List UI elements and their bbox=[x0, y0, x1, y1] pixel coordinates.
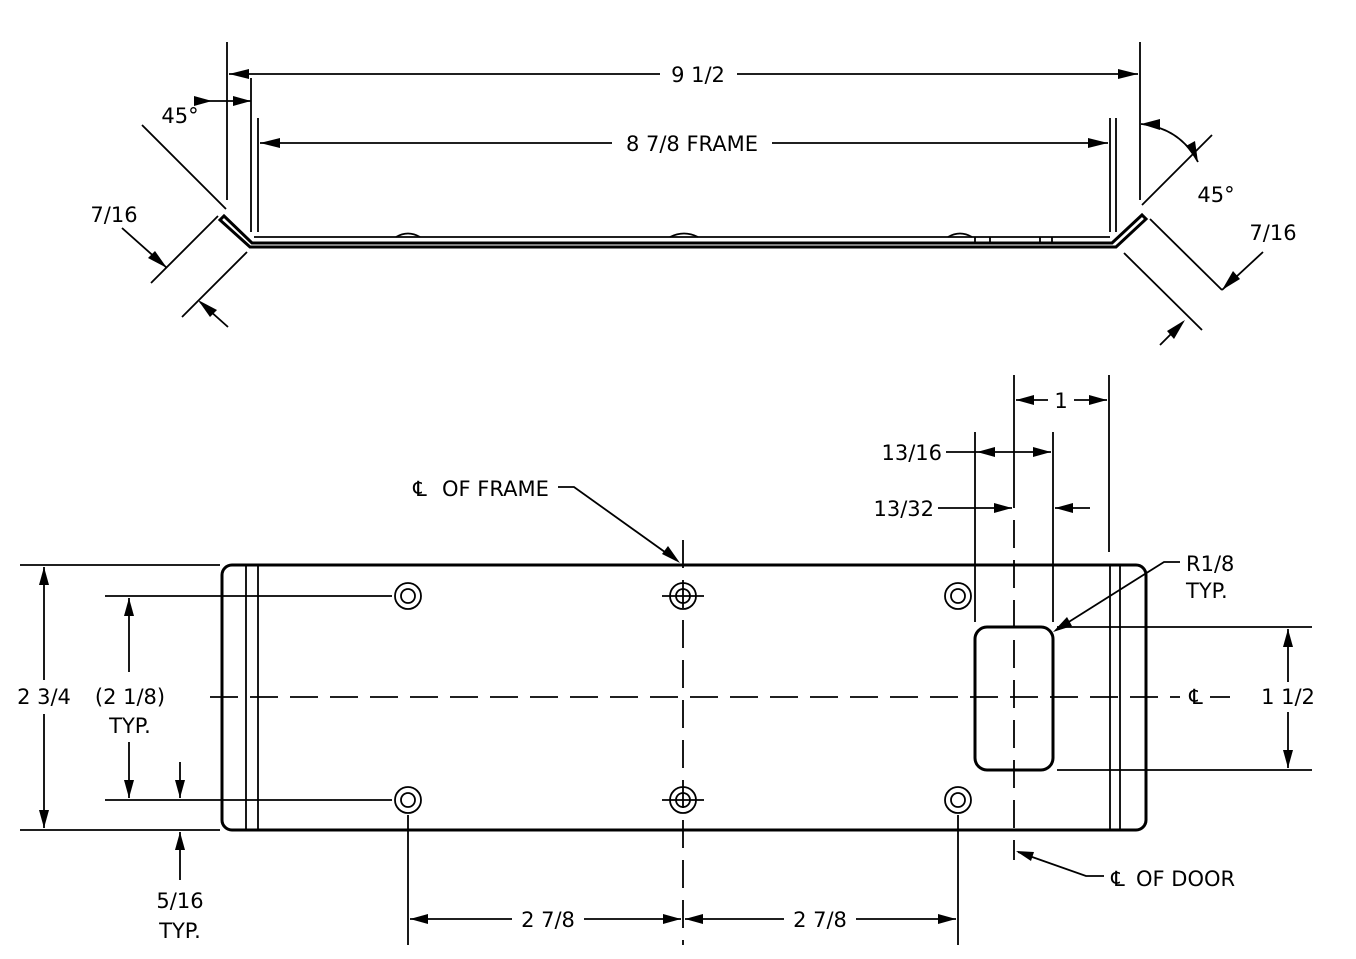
dim-slot-height: 1 1/2 bbox=[1261, 685, 1315, 709]
plate-outline bbox=[220, 563, 1148, 832]
door-slot bbox=[973, 625, 1055, 772]
arrow-hole-bottom bbox=[124, 780, 134, 798]
top-view: 9 1/2 8 7/8 FRAME 45° 45° 7/16 bbox=[90, 42, 1297, 346]
arrow-spacing-left-b bbox=[663, 914, 681, 924]
angle-right-label: 45° bbox=[1197, 183, 1234, 207]
arrow-dim1-right bbox=[1089, 395, 1107, 405]
dim-1-label: 1 bbox=[1054, 389, 1067, 413]
arrow-13-16-left bbox=[977, 447, 995, 457]
arrow-angle-left-b bbox=[194, 96, 212, 106]
arrow-spacing-right-b bbox=[938, 914, 956, 924]
arrow-edge-top bbox=[175, 780, 185, 798]
arrow-slot-top bbox=[1283, 629, 1293, 647]
flange-ext-left-b bbox=[181, 251, 248, 318]
arrow-angle-right-b bbox=[1186, 141, 1198, 162]
centerline-symbol-right: ℄ bbox=[1188, 685, 1203, 709]
dim-overall-width: 9 1/2 bbox=[671, 63, 725, 87]
centerline-door-label: OF DOOR bbox=[1136, 867, 1235, 891]
arrow-height-top bbox=[39, 567, 49, 585]
dim-hole-spacing-typ: TYP. bbox=[108, 714, 151, 738]
flange-right-label: 7/16 bbox=[1249, 221, 1296, 245]
flange-left-label: 7/16 bbox=[90, 203, 137, 227]
plan-view: ℄ bbox=[17, 375, 1315, 945]
arrow-flange-left-b bbox=[198, 300, 217, 317]
arrow-spacing-right-a bbox=[685, 914, 703, 924]
arrow-frame-left bbox=[260, 138, 280, 148]
channel-profile bbox=[217, 212, 1149, 249]
mounting-hole bbox=[944, 786, 972, 814]
dim-edge-offset-label: 5/16 bbox=[156, 889, 203, 913]
centerline-symbol-frame: ℄ bbox=[412, 477, 427, 501]
dim-13-32-label: 13/32 bbox=[873, 497, 934, 521]
leader-frame bbox=[558, 486, 677, 561]
dim-height-label: 2 3/4 bbox=[17, 685, 71, 709]
leader-door bbox=[1017, 851, 1104, 877]
radius-label: R1/8 bbox=[1186, 552, 1234, 576]
arrow-overall-right bbox=[1118, 69, 1138, 79]
mounting-hole bbox=[394, 582, 422, 610]
arrow-overall-left bbox=[229, 69, 249, 79]
leader-radius bbox=[1055, 561, 1180, 631]
arrow-leader-door bbox=[1016, 851, 1034, 861]
radius-typ-label: TYP. bbox=[1185, 579, 1228, 603]
dim-spacing-right: 2 7/8 bbox=[793, 908, 847, 932]
arrow-flange-left-a bbox=[148, 251, 167, 268]
arrow-frame-right bbox=[1088, 138, 1108, 148]
mounting-hole bbox=[662, 582, 704, 610]
dim-13-16-label: 13/16 bbox=[881, 441, 942, 465]
angle-line-right bbox=[1141, 134, 1213, 206]
arrow-angle-right-a bbox=[1141, 119, 1160, 130]
angle-line-left bbox=[141, 124, 227, 210]
flange-ext-right-b bbox=[1123, 252, 1203, 331]
mounting-hole bbox=[662, 786, 704, 814]
centerline-frame-label: OF FRAME bbox=[442, 477, 549, 501]
arrow-flange-right-b bbox=[1167, 320, 1185, 339]
arrow-flange-right-a bbox=[1222, 271, 1240, 290]
dim-edge-offset-typ: TYP. bbox=[158, 919, 201, 943]
arrow-13-32-left bbox=[994, 503, 1012, 513]
channel-bumps bbox=[395, 232, 973, 238]
dim-hole-spacing-label: (2 1/8) bbox=[95, 685, 165, 709]
dim-frame-width: 8 7/8 FRAME bbox=[626, 132, 758, 156]
arrow-spacing-left-a bbox=[410, 914, 428, 924]
mounting-hole bbox=[394, 786, 422, 814]
arrow-slot-bottom bbox=[1283, 750, 1293, 768]
arrow-angle-left-a bbox=[233, 96, 251, 106]
arrow-13-16-right bbox=[1033, 447, 1051, 457]
arrow-leader-frame bbox=[662, 546, 680, 563]
arrow-height-bottom bbox=[39, 810, 49, 828]
arrow-hole-top bbox=[124, 598, 134, 616]
angle-left-label: 45° bbox=[161, 104, 198, 128]
arrow-13-32-right bbox=[1055, 503, 1073, 513]
flange-ext-left-a bbox=[150, 215, 219, 284]
dim-spacing-left: 2 7/8 bbox=[521, 908, 575, 932]
channel-holes bbox=[974, 237, 1053, 243]
mounting-hole bbox=[944, 582, 972, 610]
arrow-leader-radius bbox=[1053, 617, 1072, 632]
arrow-edge-bottom bbox=[175, 832, 185, 850]
flange-ext-right-a bbox=[1149, 218, 1223, 291]
centerline-symbol-door: ℄ bbox=[1110, 867, 1125, 891]
arrow-dim1-left bbox=[1016, 395, 1034, 405]
